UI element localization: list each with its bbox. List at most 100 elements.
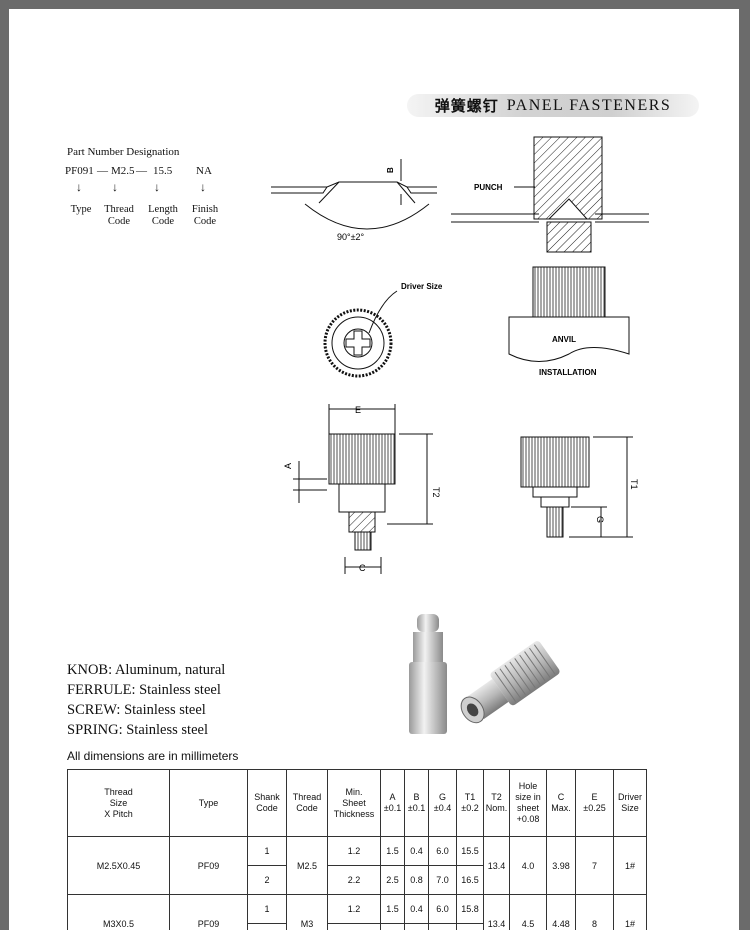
cell-shank: 1 [247, 836, 287, 866]
cell-a: 1.5 [380, 836, 405, 866]
cell-driver: 1# [613, 894, 647, 930]
product-photo [409, 614, 560, 734]
cell-min-sheet: 1.2 [327, 836, 381, 866]
cell-b: 0.8 [404, 865, 429, 895]
cell-t1: 15.5 [456, 836, 484, 866]
cell-type: PF09 [169, 894, 248, 930]
cell-c: 3.98 [546, 836, 576, 895]
table-row: 2 2.2 2.5 0.8 7.0 16.5 [68, 865, 647, 895]
cell-shank: 2 [247, 865, 287, 895]
dimensions-note: All dimensions are in millimeters [67, 749, 239, 763]
cell-t2: 13.4 [483, 836, 510, 895]
table-row: M2.5X0.45 PF09 1 M2.5 1.2 1.5 0.4 6.0 15… [67, 836, 647, 895]
cell-hole: 4.5 [509, 894, 547, 930]
materials-list: KNOB: Aluminum, natural FERRULE: Stainle… [67, 660, 225, 740]
material-ferrule: FERRULE: Stainless steel [67, 682, 221, 698]
arrow-down-icon: ↓ [112, 180, 118, 194]
dim-b-label: B [386, 167, 395, 173]
cell-min-sheet: 1.2 [327, 894, 381, 924]
cell-thread-code: M3 [286, 894, 328, 930]
section-header: 弹簧螺钉 PANEL FASTENERS [407, 94, 699, 117]
material-knob: KNOB: Aluminum, natural [67, 662, 226, 678]
cell-shank: 1 [247, 894, 287, 924]
cell-e: 8 [575, 894, 614, 930]
dim-a-label: A [283, 463, 293, 469]
pn-code-type: PF091 [65, 165, 94, 177]
col-type: Type [169, 769, 248, 837]
cell-thread-size: M3X0.5 [67, 894, 170, 930]
cell-a: 1.5 [380, 894, 405, 924]
cell-type: PF09 [169, 836, 248, 895]
cell-a [380, 923, 405, 930]
knob-top-view [323, 290, 398, 378]
header-title-cn: 弹簧螺钉 [434, 97, 499, 115]
cell-t1: 15.8 [456, 894, 484, 924]
col-g: G±0.4 [428, 769, 457, 837]
document-page: 弹簧螺钉 PANEL FASTENERS Part Number Designa… [9, 9, 739, 930]
header-title-en: PANEL FASTENERS [506, 96, 672, 114]
material-spring: SPRING: Stainless steel [67, 722, 208, 738]
cell-g: 6.0 [428, 836, 457, 866]
cell-min-sheet [327, 923, 381, 930]
cell-thread-size: M2.5X0.45 [67, 836, 170, 895]
angle-label: 90°±2° [337, 232, 365, 242]
col-t1: T1±0.2 [456, 769, 484, 837]
cell-t1: 16.5 [456, 865, 484, 895]
arrow-down-icon: ↓ [76, 180, 82, 194]
dim-t2-label: T2 [431, 487, 441, 498]
cell-driver: 1# [613, 836, 647, 895]
driver-size-label: Driver Size [401, 282, 443, 291]
cell-b [404, 923, 429, 930]
pn-separator-1: — [97, 165, 108, 177]
cell-b: 0.4 [404, 894, 429, 924]
cell-e: 7 [575, 836, 614, 895]
col-b: B±0.1 [404, 769, 429, 837]
cell-g: 6.0 [428, 894, 457, 924]
installation-label: INSTALLATION [539, 368, 597, 377]
cell-a: 2.5 [380, 865, 405, 895]
fastener-side-view [293, 404, 433, 574]
cell-shank [247, 923, 287, 930]
sheet-countersink-drawing [271, 159, 437, 230]
dim-t1-label: T1 [629, 479, 639, 490]
pn-code-length: 15.5 [153, 165, 173, 177]
pn-label-type: Type [70, 204, 92, 215]
cell-t1 [456, 923, 484, 930]
anvil-label: ANVIL [552, 335, 576, 344]
dim-g-label: G [595, 516, 605, 523]
cell-g: 7.0 [428, 865, 457, 895]
cell-thread-code: M2.5 [286, 836, 328, 895]
col-a: A±0.1 [380, 769, 405, 837]
cell-b: 0.4 [404, 836, 429, 866]
cell-hole: 4.0 [509, 836, 547, 895]
dim-c-label: C [359, 563, 366, 573]
cell-g [428, 923, 457, 930]
punch-label: PUNCH [474, 183, 503, 192]
arrow-down-icon: ↓ [200, 180, 206, 194]
part-number-title: Part Number Designation [67, 146, 180, 158]
table-row [68, 923, 647, 930]
cell-min-sheet: 2.2 [327, 865, 381, 895]
table-row: M3X0.5 PF09 1 M3 1.2 1.5 0.4 6.0 15.8 13… [67, 894, 647, 930]
cell-t2: 13.4 [483, 894, 510, 930]
material-screw: SCREW: Stainless steel [67, 702, 206, 718]
pn-code-thread: M2.5 [111, 165, 135, 177]
cell-c: 4.48 [546, 894, 576, 930]
installation-drawing [451, 136, 649, 362]
technical-drawings: B 90°±2° PUNCH ANVIL INSTALLATION Driver… [271, 136, 649, 574]
pn-separator-2: — [136, 165, 147, 177]
pn-code-finish: NA [196, 165, 212, 177]
